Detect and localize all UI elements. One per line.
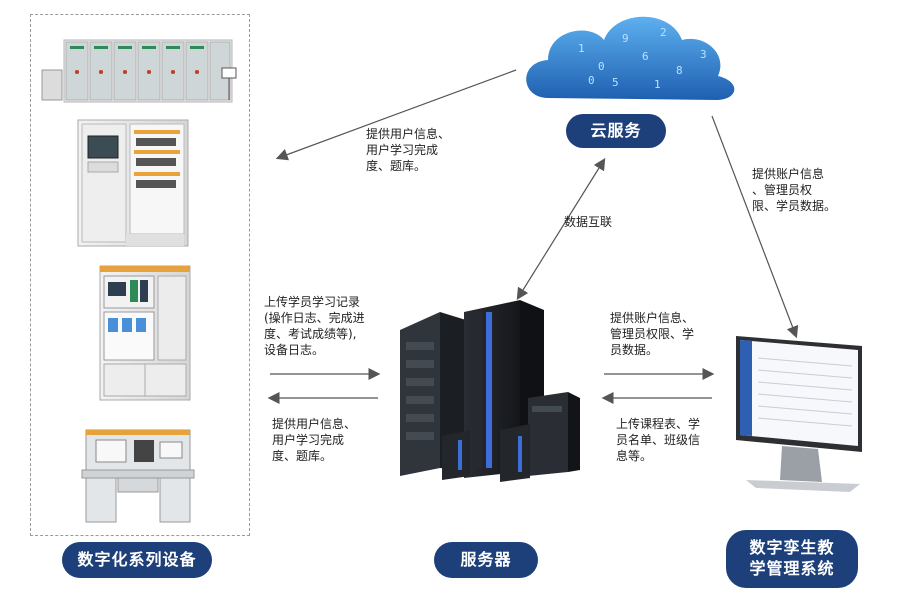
arrow-cloud-server-link [516,157,606,301]
arrow-cloud-to-devices [275,69,517,161]
note-server-to-devices: 提供用户信息、 用户学习完成 度、题库。 [272,417,357,463]
devices-label: 数字化系列设备 [62,542,212,578]
note-server-to-system: 提供账户信息、 管理员权限、学 员数据。 [610,311,695,357]
note-devices-to-server: 上传学员学习记录 (操作日志、完成进 度、考试成绩等), 设备日志。 [264,295,365,357]
cloud-digit: 0 [588,74,595,87]
arrow-cloud-to-system [711,115,799,339]
cloud-digit: 0 [598,60,605,73]
cloud-digit: 1 [654,78,661,91]
server-rack-icon [400,300,580,482]
system-label: 数字孪生教 学管理系统 [726,530,858,588]
note-cloud-server-link: 数据互联 [564,215,613,229]
training-cabinet [99,265,191,401]
cloud-digit: 3 [700,48,707,61]
connection-arrows [267,69,799,404]
control-cabinet [77,119,189,247]
cloud-digit: 2 [660,26,667,39]
note-cloud-to-system: 提供账户信息 、管理员权 限、学员数据。 [752,167,837,213]
cloud-digit: 1 [578,42,585,55]
training-workbench [81,429,195,523]
note-cloud-to-devices: 提供用户信息、 用户学习完成 度、题库。 [366,127,451,173]
cloud-digit: 5 [612,76,619,89]
cloud-digit: 9 [622,32,629,45]
cloud-service-label: 云服务 [566,114,666,148]
server-label: 服务器 [434,542,538,578]
devices-frame [30,14,250,536]
management-system-monitor-icon [736,336,862,492]
cloud-digit: 6 [642,50,649,63]
note-system-to-server: 上传课程表、学 员名单、班级信 息等。 [616,417,701,463]
cloud-digit: 8 [676,64,683,77]
switchgear-cabinets [41,39,237,103]
